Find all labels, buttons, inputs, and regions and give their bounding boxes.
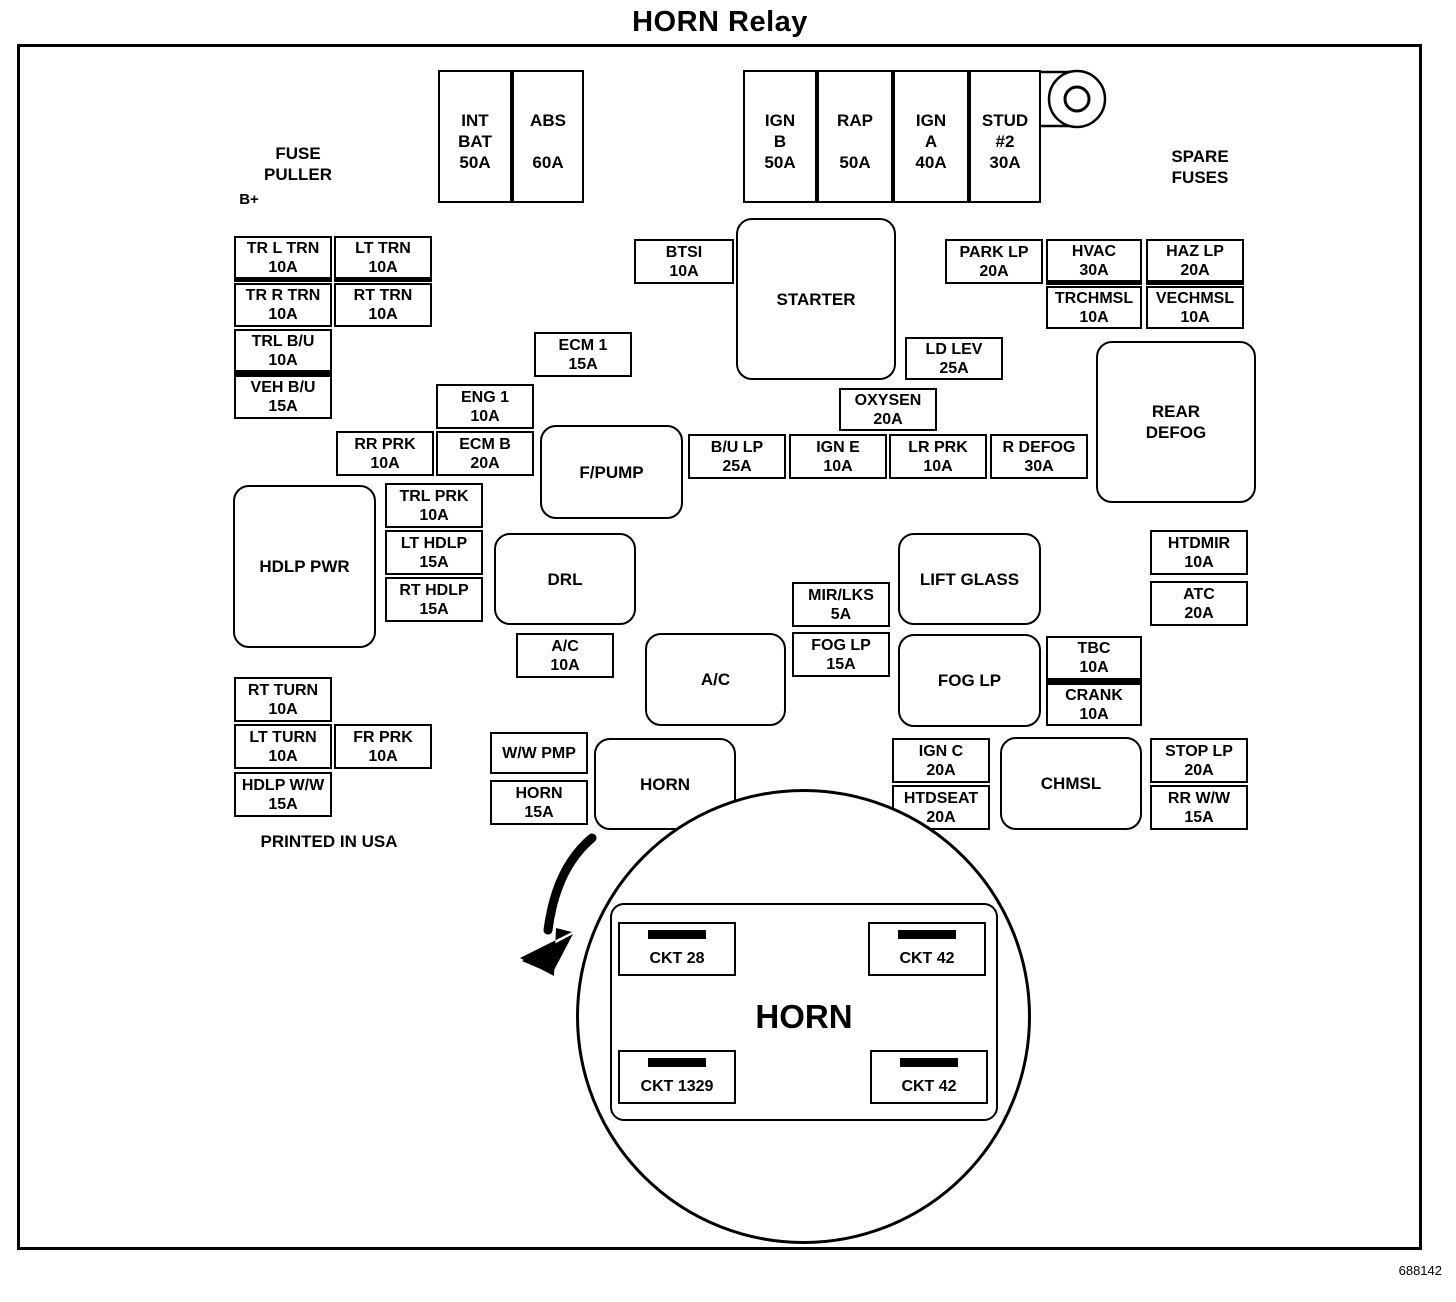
relay-fog-lp: FOG LP: [898, 634, 1041, 727]
terminal-ckt-42-top: CKT 42: [868, 922, 986, 976]
fuse-ac: A/C 10A: [516, 633, 614, 678]
fuse-block-outline: [17, 44, 1422, 1250]
fuse-veh-bu: VEH B/U 15A: [234, 375, 332, 419]
terminal-pin: [648, 1058, 706, 1067]
maxi-fuse-ign-a: IGN A 40A: [893, 70, 969, 203]
relay-drl: DRL: [494, 533, 636, 625]
maxi-fuse-rap: RAP 50A: [817, 70, 893, 203]
fuse-rt-trn: RT TRN 10A: [334, 283, 432, 327]
printed-in-usa-label: PRINTED IN USA: [260, 832, 398, 851]
relay-ac: A/C: [645, 633, 786, 726]
fuse-lr-prk: LR PRK 10A: [889, 434, 987, 479]
fuse-puller-label: FUSE PULLER: [264, 144, 332, 184]
relay-rear-defog: REAR DEFOG: [1096, 341, 1256, 503]
spare-fuses-label: SPARE FUSES: [1171, 147, 1229, 187]
relay-f-pump: F/PUMP: [540, 425, 683, 519]
fuse-atc: ATC 20A: [1150, 581, 1248, 626]
fuse-rt-hdlp: RT HDLP 15A: [385, 577, 483, 622]
fuse-rr-ww: RR W/W 15A: [1150, 785, 1248, 830]
horn-relay-detail-title: HORN: [755, 998, 853, 1035]
fuse-trl-prk: TRL PRK 10A: [385, 483, 483, 528]
terminal-label: CKT 1329: [640, 1078, 714, 1095]
diagram-title: HORN Relay: [632, 6, 808, 38]
fuse-eng-1: ENG 1 10A: [436, 384, 534, 429]
fuse-ecm-b: ECM B 20A: [436, 431, 534, 476]
maxi-fuse-stud-2: STUD #2 30A: [969, 70, 1041, 203]
fuse-ld-lev: LD LEV 25A: [905, 337, 1003, 380]
maxi-fuse-int-bat: INT BAT 50A: [438, 70, 512, 203]
fuse-trchmsl: TRCHMSL 10A: [1046, 286, 1142, 329]
terminal-pin: [648, 930, 706, 939]
fuse-vechmsl: VECHMSL 10A: [1146, 286, 1244, 329]
terminal-ckt-1329: CKT 1329: [618, 1050, 736, 1104]
terminal-label: CKT 42: [899, 950, 955, 967]
relay-lift-glass: LIFT GLASS: [898, 533, 1041, 625]
figure-id: 688142: [1398, 1263, 1442, 1278]
fuse-lt-turn: LT TURN 10A: [234, 724, 332, 769]
terminal-label: CKT 28: [649, 950, 705, 967]
fuse-fog-lp: FOG LP 15A: [792, 632, 890, 677]
fuse-hvac: HVAC 30A: [1046, 239, 1142, 285]
fuse-ign-c: IGN C 20A: [892, 738, 990, 783]
fuse-tr-r-trn: TR R TRN 10A: [234, 283, 332, 327]
fuse-r-defog: R DEFOG 30A: [990, 434, 1088, 479]
terminal-ckt-28: CKT 28: [618, 922, 736, 976]
fuse-lt-hdlp: LT HDLP 15A: [385, 530, 483, 575]
terminal-ckt-42-bottom: CKT 42: [870, 1050, 988, 1104]
relay-chmsl: CHMSL: [1000, 737, 1142, 830]
fuse-mir-lks: MIR/LKS 5A: [792, 582, 890, 627]
relay-starter: STARTER: [736, 218, 896, 380]
fuse-htdmir: HTDMIR 10A: [1150, 530, 1248, 575]
fuse-hdlp-ww: HDLP W/W 15A: [234, 772, 332, 817]
relay-hdlp-pwr: HDLP PWR: [233, 485, 376, 648]
fuse-horn: HORN 15A: [490, 780, 588, 825]
fuse-trl-bu: TRL B/U 10A: [234, 329, 332, 375]
fuse-oxysen: OXYSEN 20A: [839, 388, 937, 431]
fuse-ww-pmp: W/W PMP: [490, 732, 588, 774]
fuse-stop-lp: STOP LP 20A: [1150, 738, 1248, 783]
fuse-rt-turn: RT TURN 10A: [234, 677, 332, 722]
fuse-rr-prk: RR PRK 10A: [336, 431, 434, 476]
maxi-fuse-abs: ABS 60A: [512, 70, 584, 203]
fuse-btsi: BTSI 10A: [634, 239, 734, 284]
terminal-pin: [898, 930, 956, 939]
terminal-label: CKT 42: [901, 1078, 957, 1095]
terminal-pin: [900, 1058, 958, 1067]
fuse-lt-trn: LT TRN 10A: [334, 236, 432, 282]
fuse-tbc: TBC 10A: [1046, 636, 1142, 683]
fuse-haz-lp: HAZ LP 20A: [1146, 239, 1244, 285]
fuse-ecm-1: ECM 1 15A: [534, 332, 632, 377]
fuse-fr-prk: FR PRK 10A: [334, 724, 432, 769]
fuse-bu-lp: B/U LP 25A: [688, 434, 786, 479]
fuse-crank: CRANK 10A: [1046, 683, 1142, 726]
fuse-ign-e: IGN E 10A: [789, 434, 887, 479]
fuse-park-lp: PARK LP 20A: [945, 239, 1043, 284]
b-plus-label: B+: [239, 191, 259, 208]
maxi-fuse-ign-b: IGN B 50A: [743, 70, 817, 203]
fuse-tr-l-trn: TR L TRN 10A: [234, 236, 332, 282]
